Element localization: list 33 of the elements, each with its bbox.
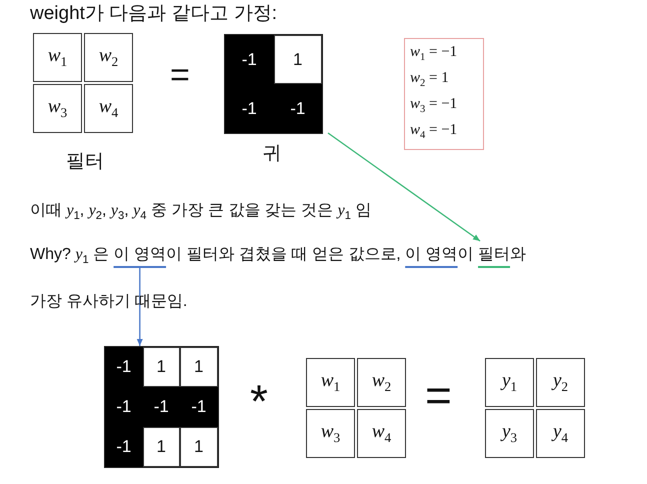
matrix-cell: w$_{2}$ xyxy=(84,33,133,82)
matrix-cell: w$_{4}$ xyxy=(357,409,406,458)
equals-sign: = xyxy=(170,58,190,92)
matrix-cell: w$_{4}$ xyxy=(84,84,133,133)
matrix-cell: 1 xyxy=(142,427,180,467)
matrix-cell: w$_{1}$ xyxy=(306,358,355,407)
grid-caption: 귀 xyxy=(262,142,282,166)
arrow xyxy=(136,268,143,346)
matrix-cell: y$_{2}$ xyxy=(536,358,585,407)
pixel-grid xyxy=(105,347,218,467)
arrow xyxy=(328,132,480,242)
matrix-cell: 1 xyxy=(180,427,218,467)
pixel-grid xyxy=(225,35,322,133)
equals-sign: = xyxy=(425,372,452,418)
equation: w$_{2}$ = 1 xyxy=(410,69,450,91)
equation: w$_{3}$ = −1 xyxy=(410,95,458,117)
equation: w$_{4}$ = −1 xyxy=(410,121,458,143)
title: weight가 다음과 같다고 가정: xyxy=(30,2,278,26)
matrix-cell: 1 xyxy=(180,347,218,387)
matrix-cell: w$_{2}$ xyxy=(357,358,406,407)
matrix-cell: w$_{1}$ xyxy=(33,33,82,82)
sentence: 이때 y$_{1}$, y$_{2}$, y$_{3}$, y$_{4}$ 중 가장 큰 값을 갖는 것은 y$_{1}$ 임 xyxy=(30,201,372,224)
matrix-cell: y$_{3}$ xyxy=(485,409,534,458)
matrix-cell: w$_{3}$ xyxy=(33,84,82,133)
convolution-operator: * xyxy=(250,378,268,424)
matrix-cell: w$_{3}$ xyxy=(306,409,355,458)
weights-box xyxy=(404,38,484,150)
matrix-cell: 1 xyxy=(142,347,180,387)
matrix-cell: 1 xyxy=(274,35,322,84)
matrix-cell: y$_{1}$ xyxy=(485,358,534,407)
matrix-cell: y$_{4}$ xyxy=(536,409,585,458)
equation: w$_{1}$ = −1 xyxy=(410,43,458,65)
grid-caption: 필터 xyxy=(65,150,105,174)
